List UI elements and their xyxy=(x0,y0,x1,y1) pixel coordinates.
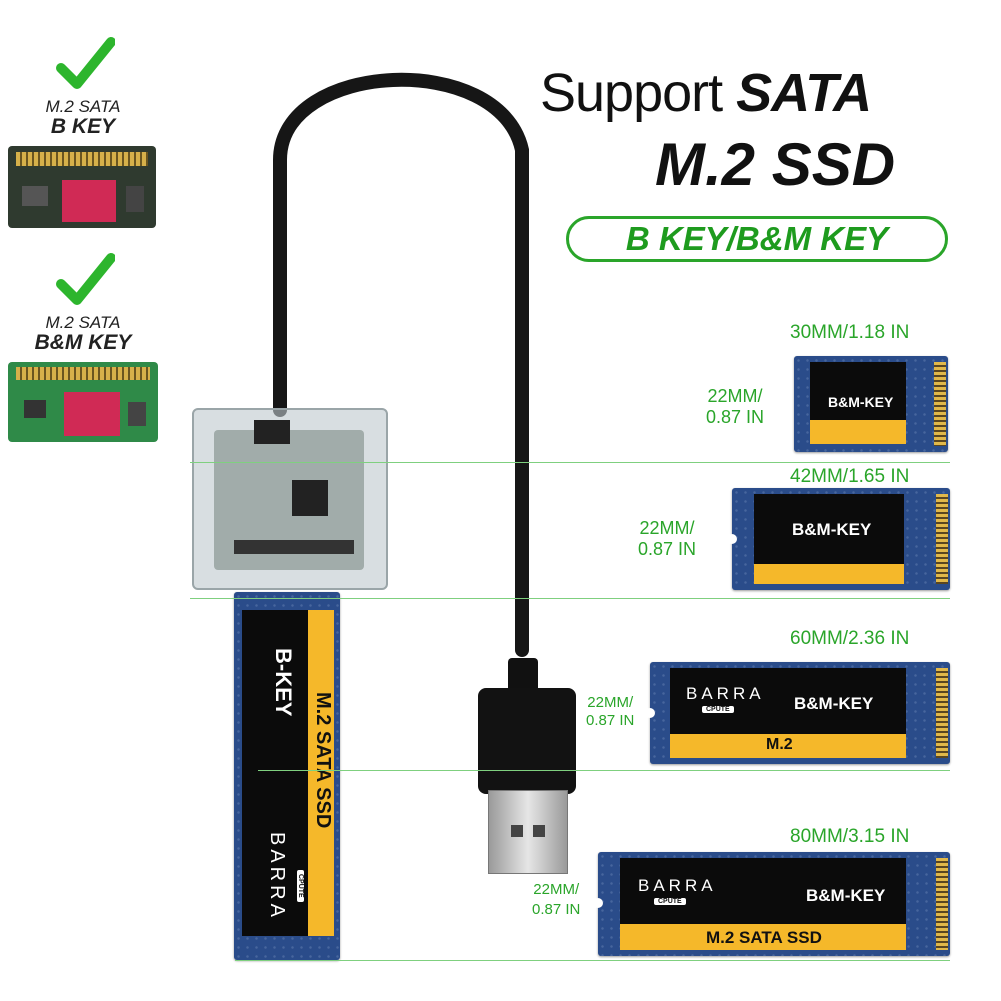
ssd-30mm: B&M-KEY xyxy=(794,356,948,452)
size-42-length: 42MM/1.65 IN xyxy=(790,466,910,487)
ssd-60mm-sub: M.2 xyxy=(766,736,793,753)
bm-key-ssd-photo xyxy=(8,362,158,442)
checkmark-icon xyxy=(56,253,115,305)
size-30-length: 30MM/1.18 IN xyxy=(790,322,910,343)
enclosure-body xyxy=(192,408,388,590)
size-60-width: 22MM/0.87 IN xyxy=(586,694,635,729)
size-80-length: 80MM/3.15 IN xyxy=(790,826,910,847)
size-60-length: 60MM/2.36 IN xyxy=(790,628,910,649)
usb-plug-housing xyxy=(478,688,576,794)
ssd-42mm-key: B&M-KEY xyxy=(792,520,872,539)
ssd-80mm-badge: CPUTE xyxy=(654,898,686,905)
card-b-key-label: M.2 SATA B KEY xyxy=(45,97,121,138)
ssd-80mm-sub: M.2 SATA SSD xyxy=(706,928,822,947)
ssd-42mm: B&M-KEY xyxy=(727,488,950,590)
card-bm-key-label: M.2 SATA B&M KEY xyxy=(34,313,132,354)
title-line1: Support SATA xyxy=(540,63,872,123)
guide-line xyxy=(190,598,950,599)
usb-a-connector xyxy=(488,790,568,874)
guide-line xyxy=(190,462,950,463)
enclosure-ssd: B-KEY M.2 SATA SSD BARRA CPUTE xyxy=(234,592,340,960)
checkmark-icon xyxy=(56,37,115,89)
guide-line xyxy=(235,960,950,961)
b-key-ssd-photo xyxy=(8,146,156,228)
guide-line xyxy=(258,770,950,771)
enclosure-ssd-badge: CPUTE xyxy=(297,870,304,902)
enclosure-ssd-sub: M.2 SATA SSD xyxy=(312,692,334,829)
enclosure-ssd-brand: BARRA xyxy=(266,832,288,921)
usb-cable xyxy=(273,72,529,657)
ssd-80mm-brand: BARRA xyxy=(638,876,717,895)
size-80-width: 22MM/0.87 IN xyxy=(532,881,581,918)
size-30-width: 22MM/0.87 IN xyxy=(706,386,765,427)
ssd-60mm-badge: CPUTE xyxy=(702,706,734,713)
size-42-width: 22MM/0.87 IN xyxy=(638,518,697,559)
ssd-80mm: BARRA CPUTE B&M-KEY M.2 SATA SSD xyxy=(593,852,950,956)
ssd-80mm-key: B&M-KEY xyxy=(806,886,886,905)
enclosure-ssd-key: B-KEY xyxy=(271,648,296,717)
ssd-30mm-key: B&M-KEY xyxy=(828,394,894,410)
ssd-60mm-brand: BARRA xyxy=(686,684,765,703)
title-line2: M.2 SSD xyxy=(655,131,896,198)
ssd-60mm: BARRA CPUTE B&M-KEY M.2 xyxy=(645,662,950,764)
key-type-pill: B KEY/B&M KEY xyxy=(566,216,948,262)
ssd-60mm-key: B&M-KEY xyxy=(794,694,874,713)
